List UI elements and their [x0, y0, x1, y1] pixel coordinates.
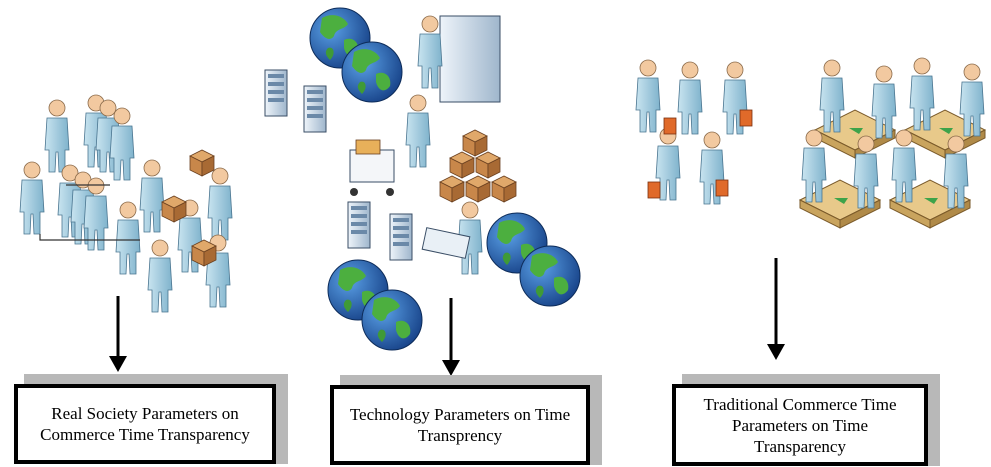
box-line: Commerce Time Transparency: [40, 425, 250, 444]
cardboard-box-icon: [491, 175, 517, 203]
cardboard-box-icon: [465, 175, 491, 203]
box-line: Transparency: [754, 436, 846, 456]
globe-icon: [341, 41, 403, 103]
cardboard-box-icon: [475, 151, 501, 179]
server-icon: [389, 213, 413, 261]
box-line: Traditional Commerce Time: [703, 394, 897, 414]
meeting-desk-icon: [904, 57, 986, 159]
person-icon: [147, 239, 173, 313]
cardboard-box-icon: [439, 175, 465, 203]
connector-lines: [39, 184, 140, 241]
person-icon: [139, 159, 165, 233]
arrow-down-icon: [109, 296, 127, 372]
server-icon: [347, 201, 371, 249]
person-icon: [207, 167, 233, 241]
server-icon: [264, 69, 288, 117]
real-society-illustration: [19, 94, 233, 313]
folder-icon: [715, 179, 729, 197]
folder-icon: [739, 109, 753, 127]
person-icon: [677, 61, 703, 135]
folder-icon: [647, 181, 661, 199]
arrow-down-icon: [442, 298, 460, 376]
real-society-parameters-box: Real Society Parameters on Commerce Time…: [14, 384, 276, 464]
cardboard-box-icon: [189, 149, 215, 177]
globe-icon: [519, 245, 581, 307]
technology-illustration: [264, 7, 581, 351]
globe-icon: [361, 289, 423, 351]
person-icon: [405, 94, 431, 168]
arrow-down-icon: [767, 258, 785, 360]
person-icon: [19, 161, 45, 235]
blueprint-icon: [421, 227, 471, 259]
box-line: Transprency: [417, 426, 503, 445]
traditional-commerce-parameters-box: Traditional Commerce Time Parameters on …: [672, 384, 928, 466]
cardboard-box-icon: [462, 129, 488, 157]
box-line: Real Society Parameters on: [51, 404, 239, 423]
traditional-commerce-illustration: [635, 57, 986, 229]
folder-icon: [663, 117, 677, 135]
person-icon: [417, 15, 443, 89]
person-icon: [44, 99, 70, 173]
person-icon: [635, 59, 661, 133]
server-icon: [303, 85, 327, 133]
meeting-desk-icon: [814, 59, 897, 159]
cardboard-box-icon: [449, 151, 475, 179]
cart-icon: [349, 139, 395, 196]
cardboard-box-icon: [161, 195, 187, 223]
technology-parameters-box: Technology Parameters on Time Transprenc…: [330, 385, 590, 465]
box-line: Parameters on Time: [732, 415, 868, 435]
server-rack-icon: [439, 15, 501, 103]
person-icon: [115, 201, 141, 275]
box-line: Technology Parameters on Time: [349, 405, 571, 424]
cardboard-box-icon: [191, 239, 217, 267]
